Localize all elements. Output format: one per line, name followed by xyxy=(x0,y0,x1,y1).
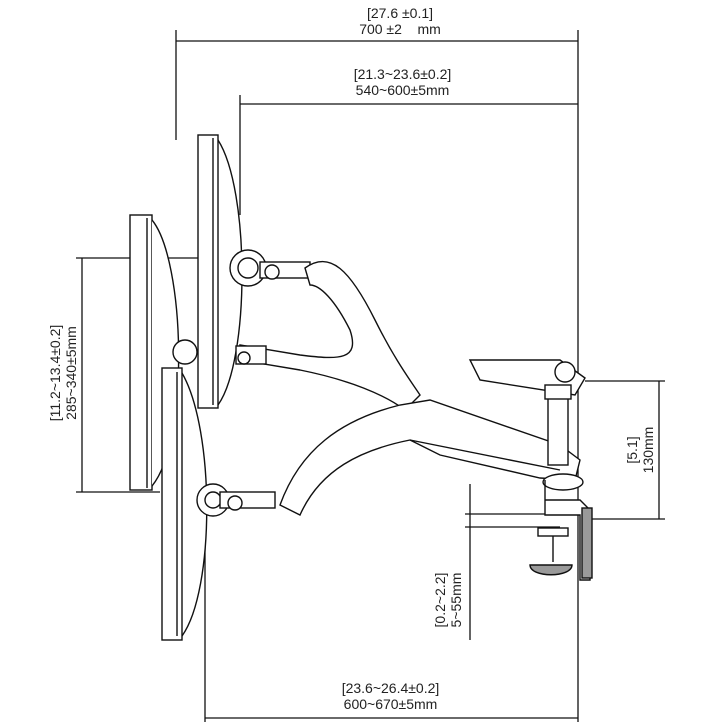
lower-arm xyxy=(219,399,581,516)
pole-height-mm: 130mm xyxy=(640,426,656,474)
monitor-height-label: [11.2~13.4±0.2] 285~340±5mm xyxy=(47,303,79,443)
overall-depth-mm: 700 ±2 mm xyxy=(359,21,441,37)
monitor-bottom xyxy=(161,367,230,641)
upper-reach-inch: [21.3~23.6±0.2] xyxy=(353,66,452,82)
clamp-range-mm: 5~55mm xyxy=(448,572,464,628)
monitor-height-mm: 285~340±5mm xyxy=(63,326,79,420)
overall-depth-inch: [27.6 ±0.1] xyxy=(366,5,434,21)
upper-reach-label: [21.3~23.6±0.2] 540~600±5mm xyxy=(330,66,475,98)
monitor-height-inch: [11.2~13.4±0.2] xyxy=(47,324,63,422)
desk-clamp xyxy=(529,473,593,581)
clamp-range-inch: [0.2~2.2] xyxy=(432,572,448,628)
monitor-top xyxy=(172,134,267,409)
overall-depth-label: [27.6 ±0.1] 700 ±2 mm xyxy=(340,5,460,37)
lower-reach-label: [23.6~26.4±0.2] 600~670±5mm xyxy=(318,680,463,712)
lower-reach-inch: [23.6~26.4±0.2] xyxy=(341,680,440,696)
upper-reach-mm: 540~600±5mm xyxy=(355,82,450,98)
lower-reach-mm: 600~670±5mm xyxy=(343,696,438,712)
pole-height-label: [5.1] 130mm xyxy=(624,410,656,490)
upper-arm xyxy=(235,260,421,411)
clamp-range-label: [0.2~2.2] 5~55mm xyxy=(432,555,464,645)
mounting-pole xyxy=(468,359,586,466)
pole-height-inch: [5.1] xyxy=(624,436,640,464)
